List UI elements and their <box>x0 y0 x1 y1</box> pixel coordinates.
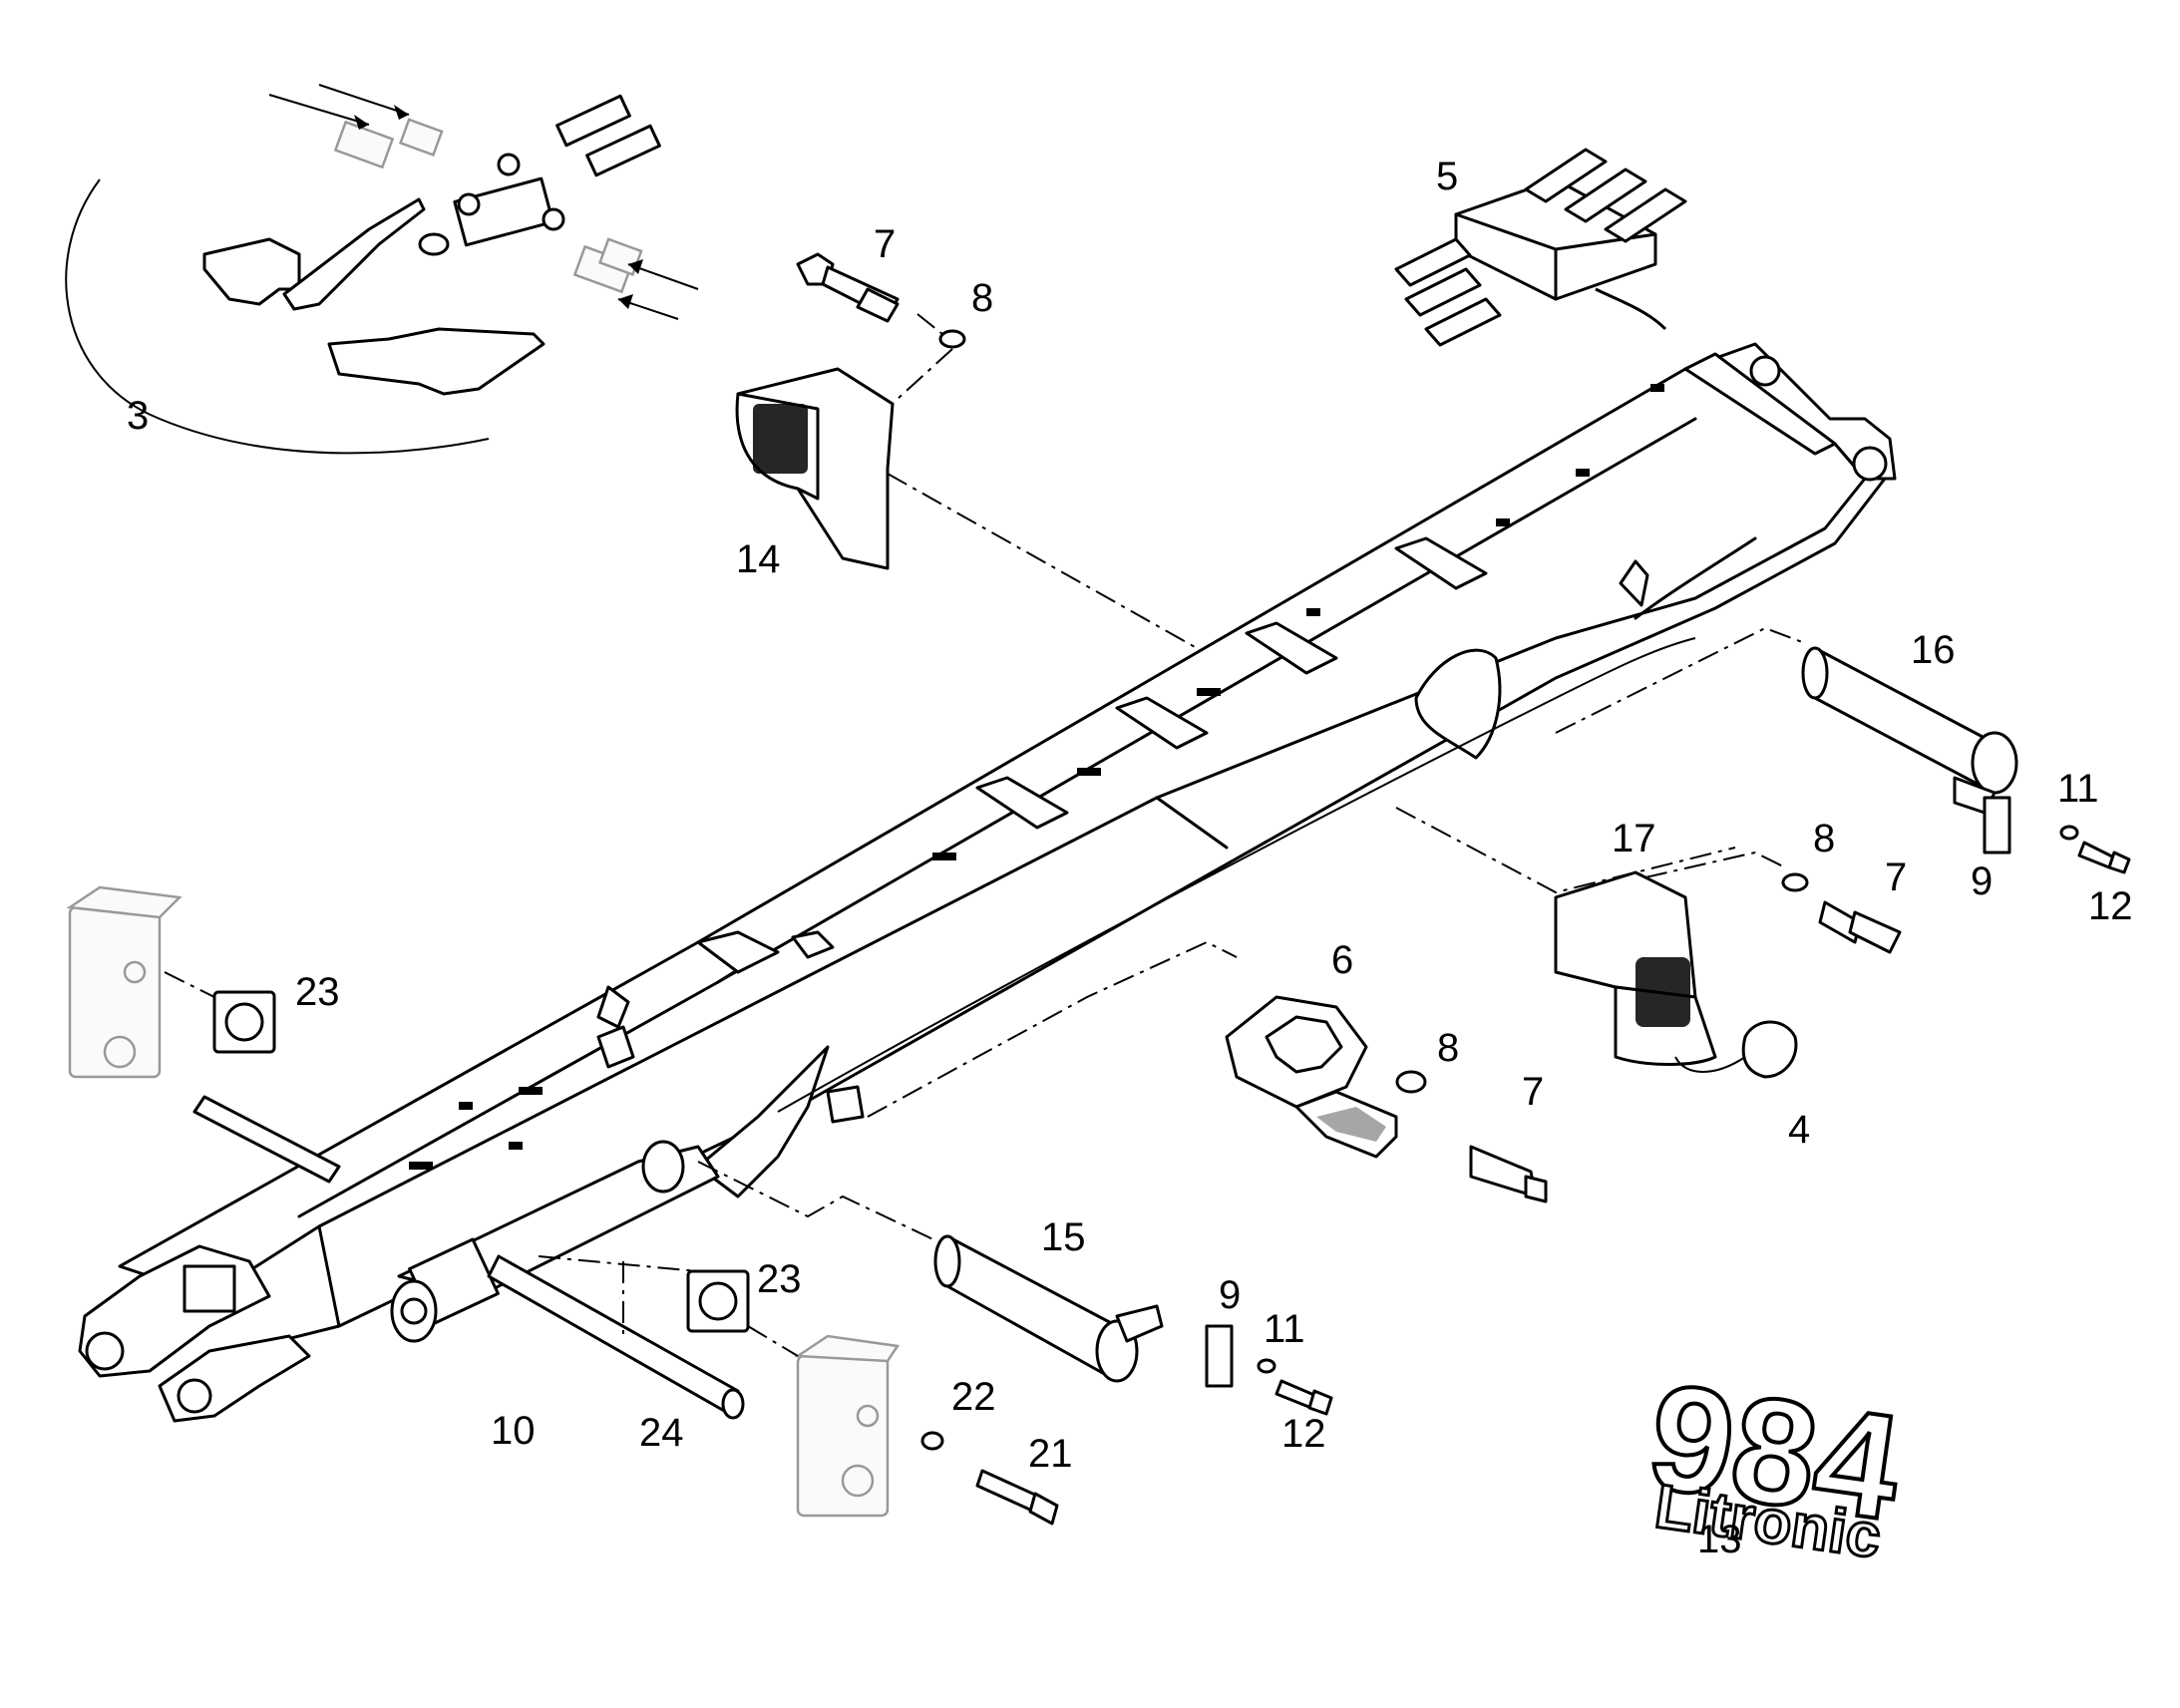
callout-23-left: 23 <box>295 970 340 1014</box>
callout-3: 3 <box>127 394 149 438</box>
callout-12-lower: 12 <box>1281 1412 1326 1456</box>
top-bolt-and-washer <box>796 252 966 400</box>
callout-16: 16 <box>1911 628 1956 672</box>
callout-8-middle: 8 <box>1437 1026 1459 1070</box>
callout-11-right: 11 <box>2057 767 2099 811</box>
boom-body <box>78 342 1897 1423</box>
part-13-decal: 984 Litronic <box>1637 1349 1912 1573</box>
callout-9-lower: 9 <box>1219 1273 1241 1317</box>
callout-12-right: 12 <box>2088 884 2133 928</box>
callout-14: 14 <box>736 537 781 581</box>
callout-22: 22 <box>951 1375 996 1419</box>
callout-labels: 3 5 7 8 14 16 11 9 12 17 8 7 23 6 8 7 4 … <box>127 155 2133 1561</box>
part-14-pad-plate <box>735 367 1198 649</box>
callout-8-right: 8 <box>1813 817 1835 860</box>
callout-7-middle: 7 <box>1522 1070 1544 1114</box>
callout-13: 13 <box>1697 1518 1742 1561</box>
boom-top-plates <box>409 384 1664 1170</box>
callout-10: 10 <box>491 1409 536 1453</box>
callout-17: 17 <box>1612 817 1656 860</box>
callout-5: 5 <box>1436 155 1458 198</box>
callout-9-right: 9 <box>1971 859 1993 903</box>
part-5-valve-block <box>1394 148 1687 347</box>
callout-7-right: 7 <box>1885 855 1907 899</box>
hydraulic-cylinder <box>390 1140 720 1343</box>
callout-21: 21 <box>1028 1432 1073 1476</box>
part-17-pad-plate <box>1554 851 1902 1079</box>
callout-8-top: 8 <box>971 276 993 320</box>
decal-model-number: 984 <box>1639 1351 1910 1551</box>
part-14-grid <box>753 404 808 474</box>
callout-23-lower: 23 <box>757 1257 802 1301</box>
part-16-pin <box>1395 626 2131 894</box>
callout-24: 24 <box>639 1411 684 1455</box>
front-parts <box>66 885 1333 1526</box>
callout-4: 4 <box>1788 1108 1810 1152</box>
callout-7-top: 7 <box>874 222 896 266</box>
callout-11-lower: 11 <box>1264 1307 1305 1351</box>
part-3-valve-bracket-group <box>65 84 699 455</box>
callout-6: 6 <box>1331 938 1353 982</box>
part-6-step <box>867 940 1548 1203</box>
callout-15: 15 <box>1041 1215 1086 1259</box>
